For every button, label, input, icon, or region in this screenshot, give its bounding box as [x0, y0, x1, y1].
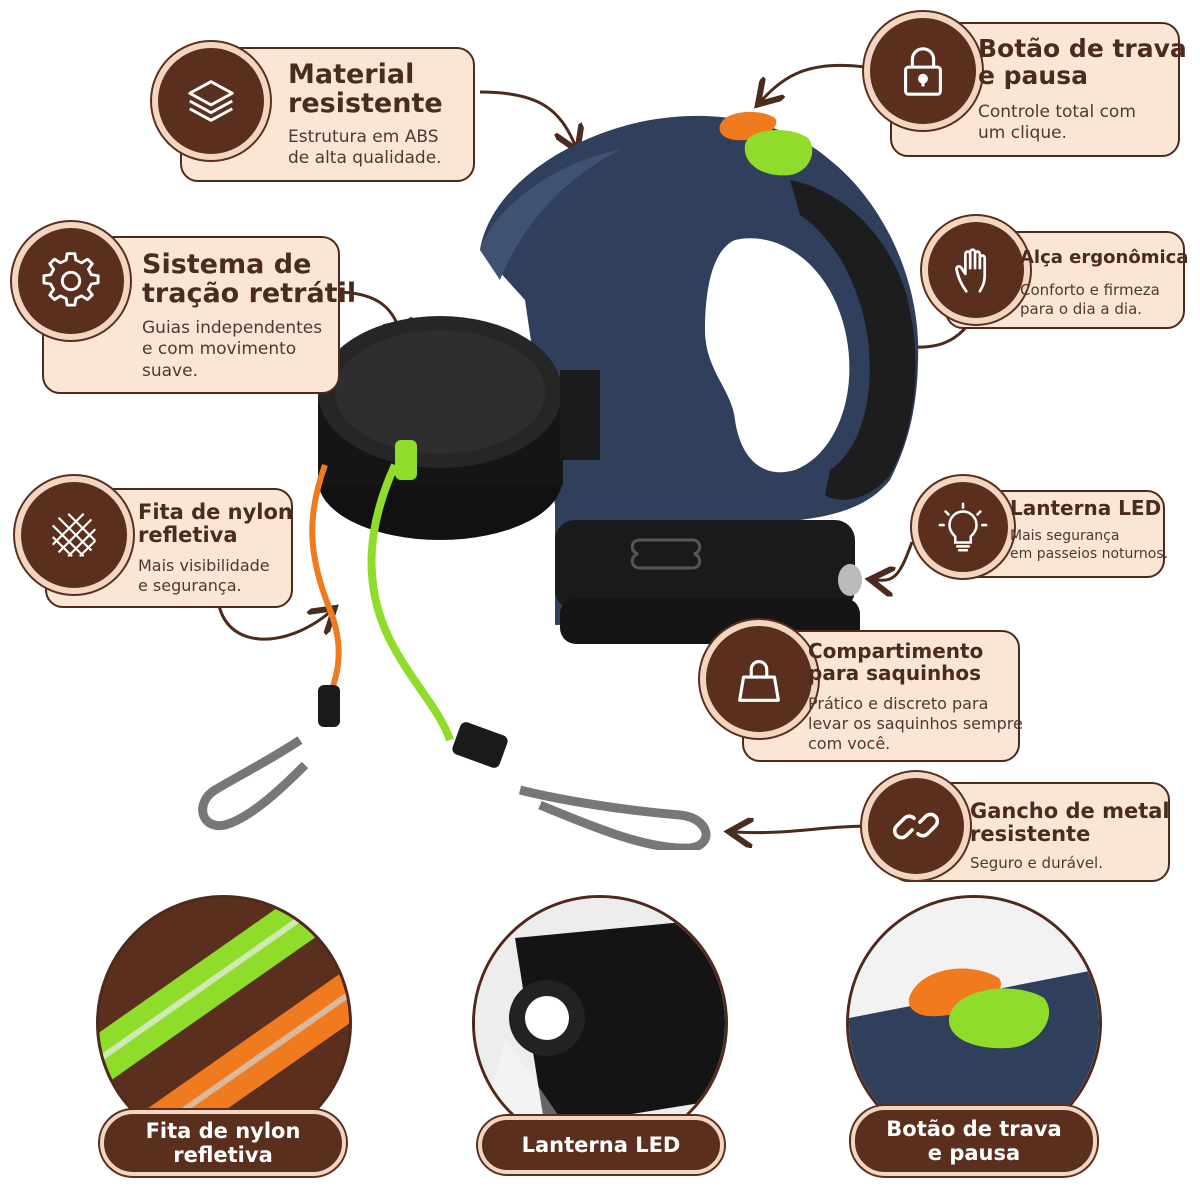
leash-product-illustration	[198, 111, 919, 850]
gear-icon	[42, 252, 100, 307]
snap-hook-left	[198, 736, 309, 831]
feature-badge-sistema	[12, 222, 130, 340]
feature-badge-alca	[922, 216, 1030, 324]
lightbulb-icon	[938, 502, 988, 552]
link-icon	[893, 812, 939, 840]
feature-badge-lanterna	[912, 476, 1014, 578]
lime-button	[744, 129, 813, 176]
feature-badge-compartimento	[700, 620, 818, 738]
lime-tape	[367, 463, 454, 742]
handle-hole	[705, 238, 850, 473]
led-lens	[838, 564, 862, 596]
gancho-desc: Seguro e durável.	[970, 854, 1103, 872]
snap-hook-right	[518, 785, 711, 850]
bag-dispenser	[555, 520, 855, 610]
hand-icon	[955, 248, 987, 293]
feature-badge-material	[152, 42, 270, 160]
feature-badge-botao	[864, 12, 982, 130]
detail-label-led: Lanterna LED	[478, 1116, 724, 1174]
handle-body	[480, 115, 919, 625]
handle-grip	[790, 180, 916, 500]
detail-circle-led	[472, 895, 728, 1151]
lock-icon	[904, 47, 942, 96]
lanterna-title: Lanterna LED	[1010, 496, 1162, 520]
feature-badge-fita	[15, 476, 133, 594]
alca-title: Alça ergonômica	[1020, 247, 1189, 268]
feature-badge-gancho	[862, 772, 970, 880]
layers-icon	[188, 80, 234, 122]
mesh-icon	[51, 512, 97, 558]
bag-icon	[738, 660, 780, 702]
